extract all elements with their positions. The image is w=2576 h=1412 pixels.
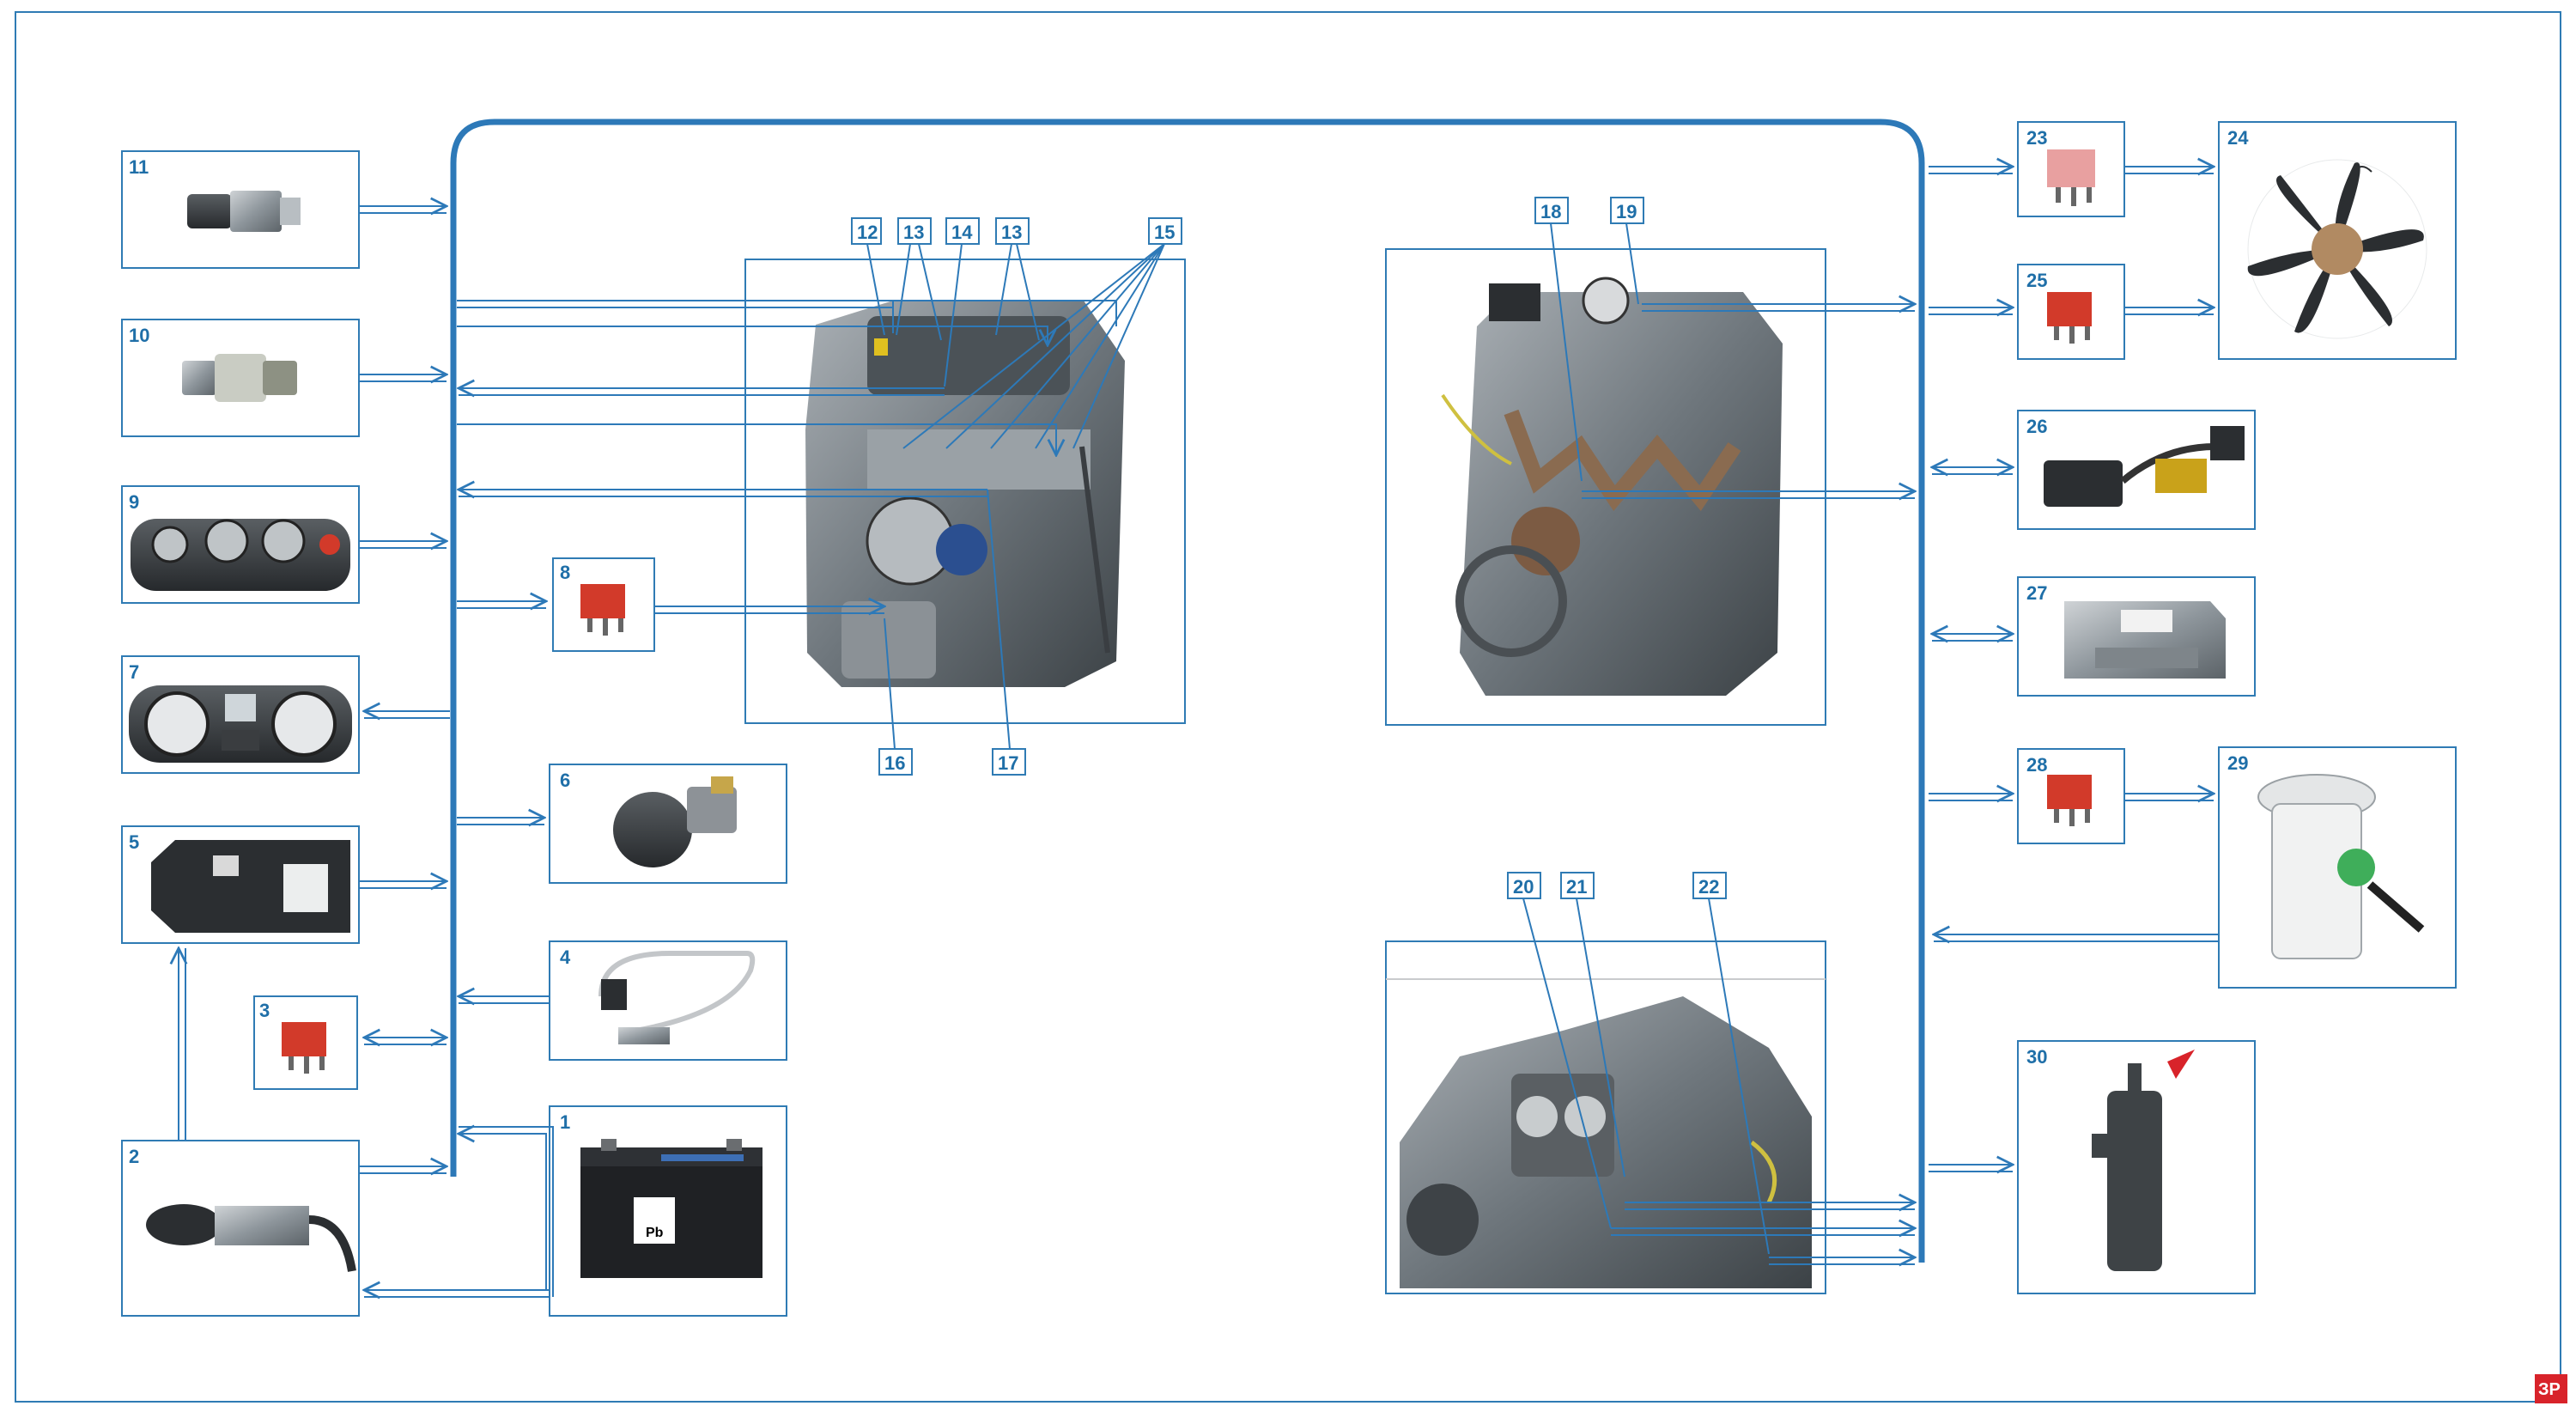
engine-photo-c	[1385, 940, 1826, 1294]
engine-b-callouts: 18 19	[1534, 197, 1644, 482]
callout-13: 13	[903, 222, 924, 243]
callout-19: 19	[1616, 201, 1637, 222]
relay-icon	[2047, 292, 2092, 344]
canister-icon	[2092, 1050, 2195, 1271]
idle-air-control-icon	[613, 776, 737, 867]
component-6[interactable]: 6	[549, 764, 787, 884]
relay-icon	[2047, 149, 2095, 206]
callout-21: 21	[1566, 876, 1587, 898]
component-number: 8	[560, 562, 570, 583]
component-number: 28	[2026, 754, 2047, 776]
component-number: 27	[2026, 582, 2047, 604]
ecu-icon	[2064, 601, 2226, 679]
component-30[interactable]: 30	[2017, 1040, 2256, 1294]
component-number: 5	[129, 831, 139, 853]
logo-text: ЗР	[2538, 1380, 2561, 1399]
relay-icon	[282, 1022, 326, 1074]
callout-12: 12	[857, 222, 878, 243]
component-5[interactable]: 5	[121, 825, 360, 944]
battery-icon: Pb	[580, 1139, 762, 1278]
publisher-logo: ЗР	[2535, 1374, 2567, 1403]
engine-photo-a	[744, 259, 1186, 724]
component-26[interactable]: 26	[2017, 410, 2256, 530]
component-number: 25	[2026, 270, 2047, 291]
engine-a-callouts: 12 13 14 13 15 16 17	[851, 217, 1182, 776]
component-number: 2	[129, 1146, 139, 1167]
callout-22: 22	[1698, 876, 1719, 898]
pressure-switch-icon	[187, 191, 301, 232]
relay-icon	[580, 584, 625, 636]
component-number: 23	[2026, 127, 2047, 149]
component-number: 3	[259, 1000, 270, 1021]
component-28[interactable]: 28	[2017, 748, 2125, 844]
component-number: 7	[129, 661, 139, 683]
component-number: 9	[129, 491, 139, 513]
component-number: 1	[560, 1111, 570, 1133]
component-10[interactable]: 10	[121, 319, 360, 437]
component-4[interactable]: 4	[549, 940, 787, 1061]
main-bus	[450, 119, 1925, 1263]
component-number: 10	[129, 325, 149, 346]
callout-20: 20	[1513, 876, 1534, 898]
ignition-switch-icon	[146, 1204, 356, 1272]
connection-arrows	[179, 167, 2219, 1297]
component-number: 30	[2026, 1046, 2047, 1068]
relay-icon	[2047, 775, 2092, 826]
battery-label: Pb	[646, 1226, 664, 1240]
cooling-fan-icon	[2247, 159, 2427, 339]
diagnostic-connector-icon	[2044, 426, 2245, 507]
component-number: 24	[2227, 127, 2249, 149]
callout-15: 15	[1154, 222, 1175, 243]
component-23[interactable]: 23	[2017, 121, 2125, 217]
immobilizer-unit-icon	[151, 840, 350, 933]
component-number: 29	[2227, 752, 2248, 774]
component-24[interactable]: 24	[2218, 121, 2457, 360]
oxygen-sensor-icon	[598, 951, 756, 1044]
callout-13b: 13	[1001, 222, 1022, 243]
component-number: 4	[560, 946, 571, 968]
instrument-cluster-icon	[129, 685, 352, 763]
component-29[interactable]: 29	[2218, 746, 2457, 989]
callout-14: 14	[951, 222, 973, 243]
engine-c-callouts: 20 21 22	[1507, 872, 1770, 1255]
page-frame	[15, 11, 2561, 1403]
component-27[interactable]: 27	[2017, 576, 2256, 697]
callout-16: 16	[884, 752, 905, 774]
engine-photo-b	[1385, 248, 1826, 726]
pressure-sensor-icon	[182, 354, 297, 402]
component-11[interactable]: 11	[121, 150, 360, 269]
component-2[interactable]: 2	[121, 1140, 360, 1317]
component-9[interactable]: 9	[121, 485, 360, 604]
callout-17: 17	[998, 752, 1018, 774]
component-25[interactable]: 25	[2017, 264, 2125, 360]
fuel-pump-module-icon	[2257, 774, 2425, 959]
component-1[interactable]: 1 Pb	[549, 1105, 787, 1317]
component-number: 11	[129, 156, 149, 178]
component-8[interactable]: 8	[552, 557, 655, 652]
component-number: 26	[2026, 416, 2047, 437]
component-number: 6	[560, 770, 570, 791]
climate-control-panel-icon	[131, 519, 350, 591]
component-3[interactable]: 3	[253, 995, 358, 1090]
component-7[interactable]: 7	[121, 655, 360, 774]
callout-18: 18	[1540, 201, 1561, 222]
